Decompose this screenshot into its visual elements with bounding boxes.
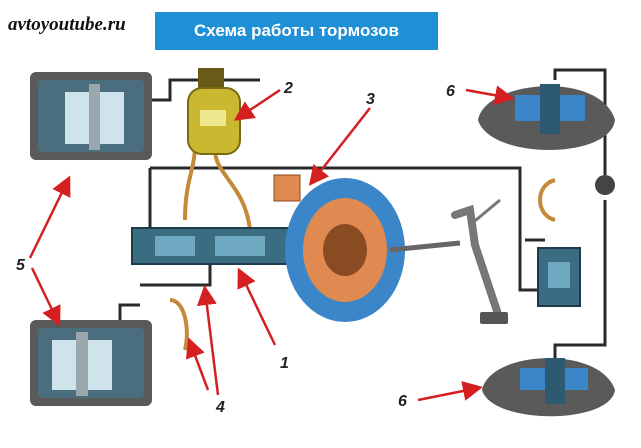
brake-fluid-reservoir — [187, 68, 241, 155]
arrow-6a — [465, 85, 515, 106]
label-1: 1 — [280, 355, 289, 372]
label-2: 2 — [283, 80, 293, 97]
vacuum-booster — [273, 174, 405, 322]
arrow-5a — [28, 175, 71, 259]
rear-left-caliper — [30, 320, 152, 406]
arrow-6b — [417, 381, 483, 402]
pressure-regulator — [537, 247, 581, 307]
site-watermark: avtoyoutube.ru — [8, 14, 126, 35]
rear-right-drum-top — [478, 84, 615, 150]
brake-pedal — [389, 198, 508, 324]
master-cylinder — [131, 227, 320, 265]
arrow-1 — [237, 267, 277, 346]
label-5-top: 5 — [16, 257, 26, 274]
label-3: 3 — [366, 91, 375, 108]
label-4: 4 — [215, 399, 225, 416]
arrow-3 — [308, 107, 371, 186]
callout-arrows — [28, 85, 515, 402]
diagram-title: Схема работы тормозов — [155, 12, 438, 50]
label-6-bottom: 6 — [398, 393, 407, 410]
arrow-5b — [30, 267, 61, 327]
label-6-top: 6 — [446, 83, 455, 100]
rear-right-drum-bottom — [482, 358, 615, 417]
arrow-4a — [196, 285, 220, 396]
arrow-2 — [233, 88, 281, 121]
tee-connector — [595, 175, 615, 195]
arrow-4b — [185, 337, 210, 391]
front-left-caliper — [30, 72, 152, 160]
